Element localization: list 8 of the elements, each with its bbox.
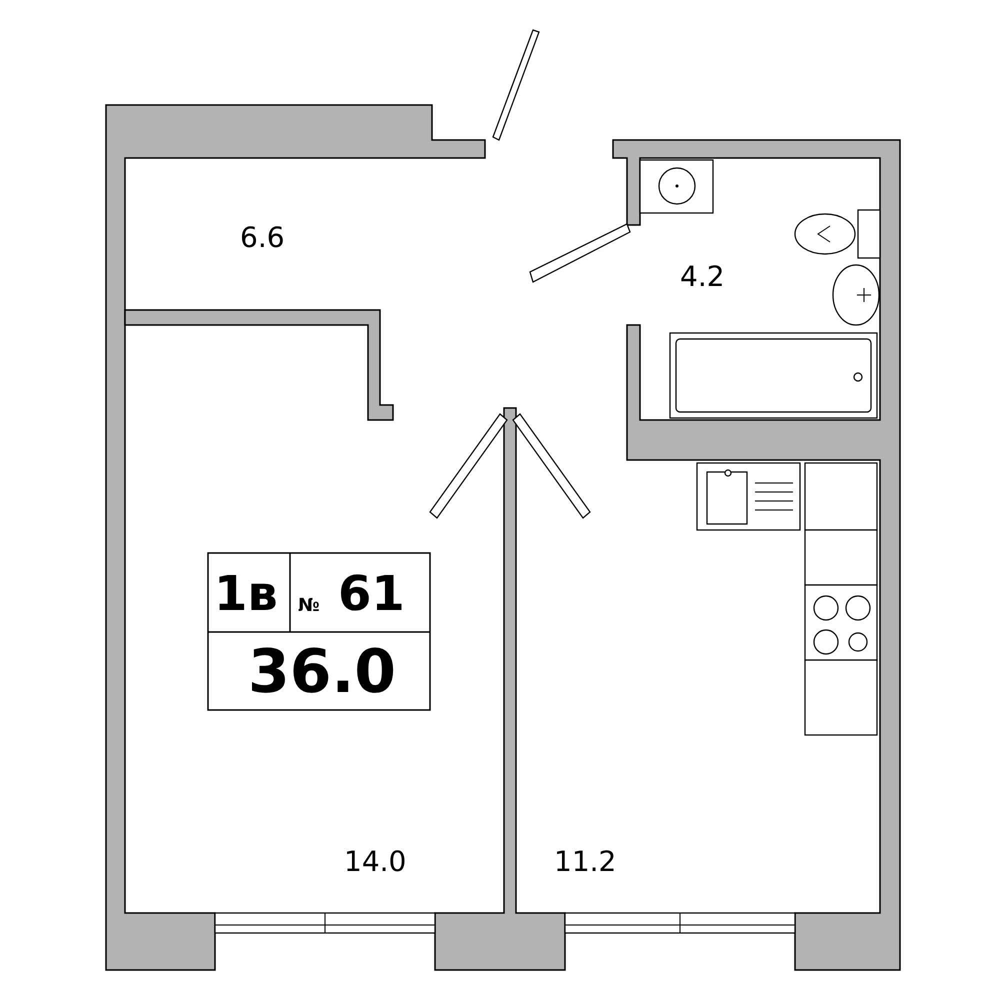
- area-label: 4.2: [680, 263, 725, 291]
- number-sign: №: [298, 597, 320, 615]
- total-area: 36.0: [248, 642, 396, 702]
- apartment-number: 61: [338, 570, 405, 618]
- area-label: 11.2: [554, 848, 616, 876]
- area-label: 6.6: [240, 224, 285, 252]
- apartment-type: 1в: [214, 570, 278, 618]
- area-label: 14.0: [344, 848, 406, 876]
